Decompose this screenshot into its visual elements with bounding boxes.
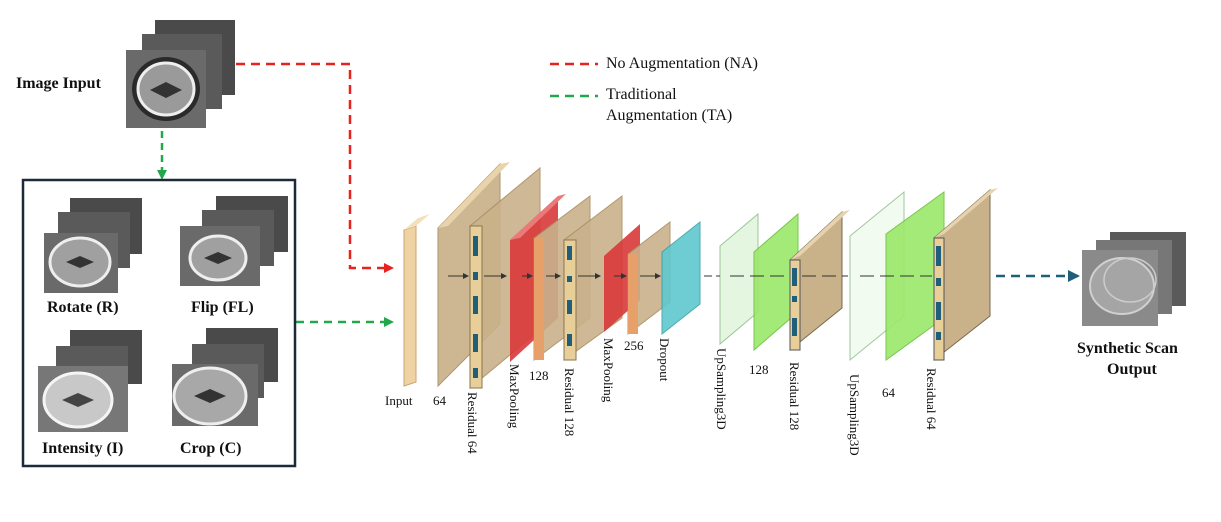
layer-label-maxpool1: MaxPooling (507, 364, 522, 429)
legend-na-label: No Augmentation (NA) (606, 55, 758, 72)
layer-label-upsampling2: UpSampling3D (847, 374, 862, 456)
flip-thumbnail (180, 196, 288, 286)
layer-label-256: 256 (624, 338, 644, 353)
aug-intensity-label: Intensity (I) (42, 440, 124, 457)
layer-label-128b: 128 (749, 362, 769, 377)
na-arrow (236, 62, 394, 273)
rotate-thumbnail (44, 198, 142, 293)
layer-label-residual128b: Residual 128 (787, 362, 802, 431)
legend-ta-line2: Augmentation (TA) (606, 107, 733, 124)
intensity-thumbnail (38, 330, 142, 432)
layer-label-maxpool2: MaxPooling (601, 338, 616, 403)
legend-ta-line1: Traditional (606, 86, 677, 103)
layer-label-upsampling1: UpSampling3D (714, 348, 729, 430)
layer-label-residual128a: Residual 128 (562, 368, 577, 437)
layer-label-dropout: Dropout (657, 338, 672, 382)
aug-flip-label: Flip (FL) (191, 299, 254, 316)
output-label-line2: Output (1107, 361, 1157, 378)
layer-residual128b (789, 210, 850, 352)
image-input-label: Image Input (16, 75, 101, 92)
layer-label-128a: 128 (529, 368, 549, 383)
aug-crop-label: Crop (C) (180, 440, 242, 457)
layer-input (403, 214, 430, 387)
image-input-stack (126, 20, 235, 128)
layer-upsampling1 (719, 212, 759, 346)
layer-label-residual64b: Residual 64 (924, 368, 939, 430)
layer-residual64b (933, 188, 998, 362)
layer-label-residual64a: Residual 64 (465, 392, 480, 454)
crop-thumbnail (172, 328, 278, 426)
layer-label-64a: 64 (433, 393, 446, 408)
layer-label-input: Input (385, 393, 413, 408)
output-label-line1: Synthetic Scan (1077, 340, 1178, 357)
aug-rotate-label: Rotate (R) (47, 299, 119, 316)
layer-label-64b: 64 (882, 385, 895, 400)
layer-dropout (661, 220, 701, 336)
synthetic-output-stack (1082, 232, 1186, 326)
